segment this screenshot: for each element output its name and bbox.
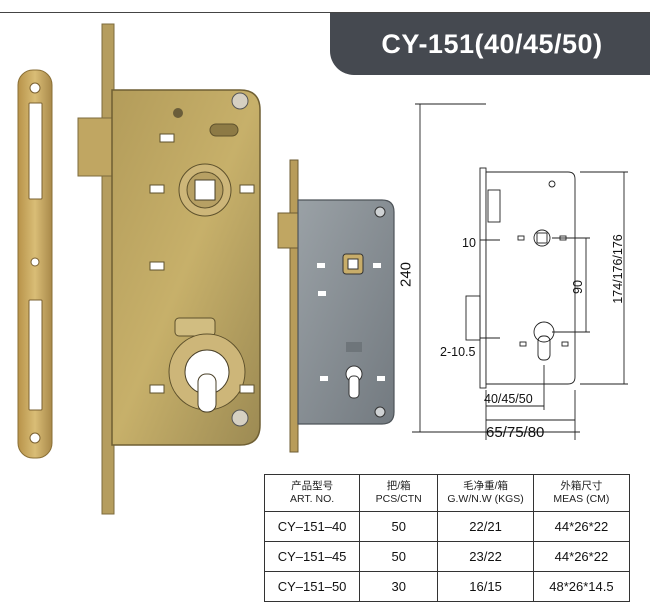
table-header-row: 产品型号 ART. NO. 把/箱 PCS/CTN 毛净重/箱 G.W/N.W … (263, 474, 631, 512)
table-row: CY–151–50 30 16/15 48*26*14.5 (263, 571, 631, 602)
dim-height: 240 (397, 261, 415, 288)
spec-table: 产品型号 ART. NO. 把/箱 PCS/CTN 毛净重/箱 G.W/N.W … (263, 474, 631, 602)
cell-weight: 23/22 (437, 541, 534, 572)
dim-tongue: 10 (462, 236, 476, 250)
header-meas: 外箱尺寸 MEAS (CM) (532, 474, 631, 512)
dim-center-distance: 90 (571, 280, 585, 294)
brass-lock-body (77, 23, 261, 515)
cell-meas: 44*26*22 (532, 511, 631, 542)
technical-drawing (412, 103, 628, 440)
cell-pcs: 50 (359, 541, 439, 572)
header-banner (356, 13, 650, 75)
header-pcs-ctn: 把/箱 PCS/CTN (359, 474, 439, 512)
cell-pcs: 30 (359, 571, 439, 602)
cell-weight: 16/15 (437, 571, 534, 602)
product-title: CY-151(40/45/50) (381, 28, 603, 59)
dim-faceplate: 174/176/176 (611, 234, 625, 304)
cell-art-no: CY–151–45 (263, 541, 361, 572)
cell-art-no: CY–151–40 (263, 511, 361, 542)
cell-art-no: CY–151–50 (263, 571, 361, 602)
header-weight: 毛净重/箱 G.W/N.W (KGS) (437, 474, 534, 512)
header-rule (0, 12, 650, 13)
cell-pcs: 50 (359, 511, 439, 542)
cell-meas: 48*26*14.5 (532, 571, 631, 602)
dim-backset: 40/45/50 (484, 392, 533, 406)
dim-slot: 2-10.5 (440, 345, 476, 359)
table-row: CY–151–45 50 23/22 44*26*22 (263, 541, 631, 572)
dim-overall-width: 65/75/80 (486, 424, 545, 441)
header-art-no: 产品型号 ART. NO. (263, 474, 361, 512)
zinc-lock-body (277, 159, 395, 453)
cell-weight: 22/21 (437, 511, 534, 542)
cell-meas: 44*26*22 (532, 541, 631, 572)
table-row: CY–151–40 50 22/21 44*26*22 (263, 511, 631, 542)
strike-plate (17, 69, 53, 459)
